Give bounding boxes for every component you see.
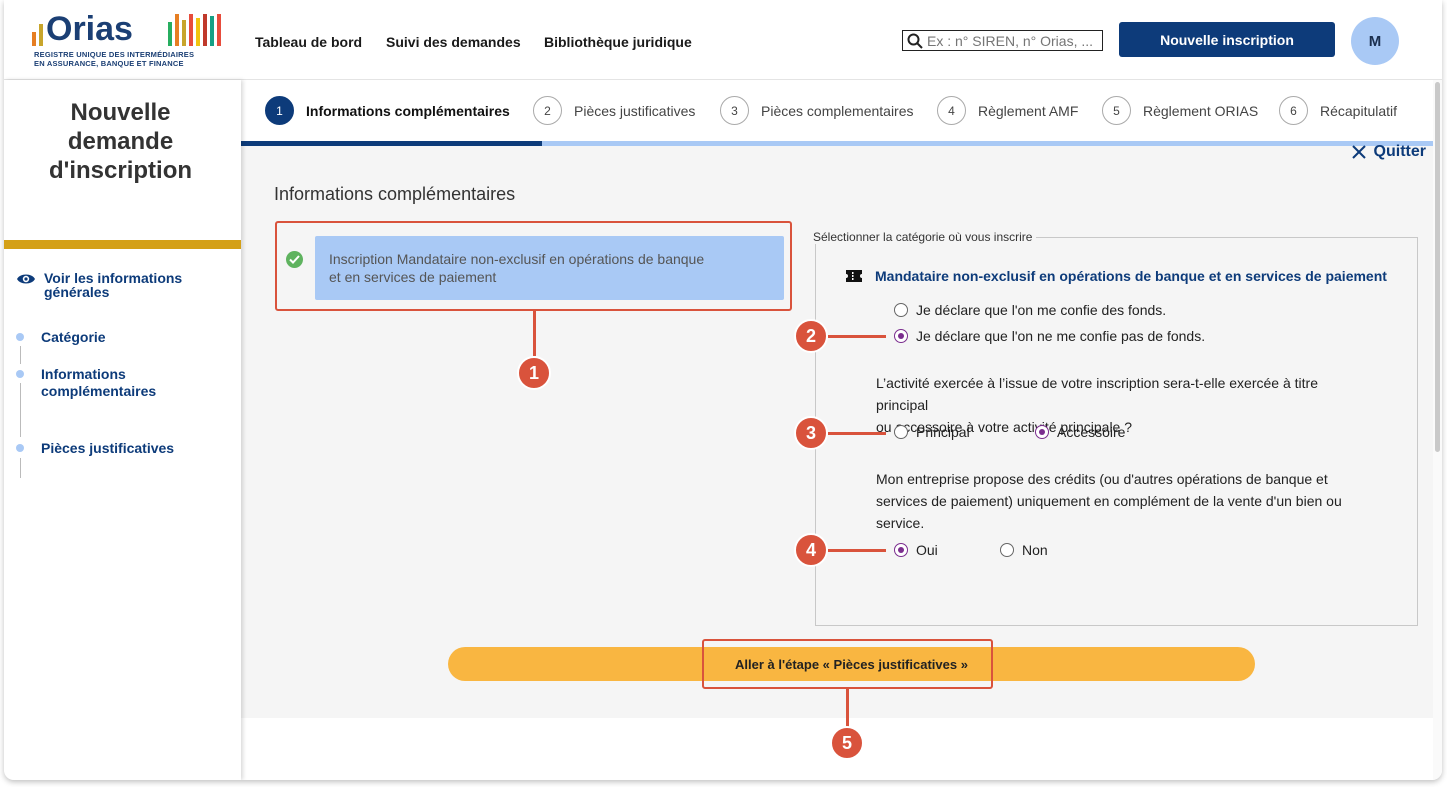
radio-button-selected[interactable] [894, 329, 908, 343]
annotation-line-4 [828, 549, 886, 552]
orias-logo[interactable]: Orias REGISTRE UNIQUE DES INTERMÉDIAIRES… [32, 10, 232, 72]
logo-bars-left [32, 14, 43, 46]
activity-option-accessoire[interactable]: Accessoire [1035, 424, 1125, 440]
radio-button-selected[interactable] [894, 543, 908, 557]
sidebar-step-documents[interactable]: Pièces justificatives [41, 440, 175, 456]
radio-button-selected[interactable] [1035, 425, 1049, 439]
scrollbar[interactable] [1433, 80, 1442, 780]
annotation-line-3 [828, 432, 886, 435]
annotation-marker-4: 4 [794, 533, 828, 567]
activity-option-principal[interactable]: Principal [894, 424, 970, 440]
logo-subtitle: REGISTRE UNIQUE DES INTERMÉDIAIRES EN AS… [34, 50, 195, 68]
sidebar-step-category[interactable]: Catégorie [41, 329, 106, 345]
eye-icon [17, 274, 35, 284]
credit-question: Mon entreprise propose des crédits (ou d… [876, 471, 1342, 531]
annotation-marker-5: 5 [830, 726, 864, 760]
radio-button[interactable] [894, 303, 908, 317]
step-line [20, 383, 21, 437]
scrollbar-thumb[interactable] [1435, 82, 1440, 452]
step-dot [16, 444, 24, 452]
close-icon [1351, 145, 1366, 159]
sidebar-step-additional-info[interactable]: Informations complémentaires [41, 366, 157, 399]
step-dot [16, 333, 24, 341]
check-icon [286, 251, 303, 268]
stepper-progress-bar [241, 141, 1442, 146]
annotation-box-5 [702, 639, 993, 689]
step-line [20, 346, 21, 364]
search-icon [907, 33, 923, 49]
annotation-line-2 [828, 335, 886, 338]
logo-word: Orias [46, 10, 133, 48]
radio-button[interactable] [1000, 543, 1014, 557]
app-window: Orias REGISTRE UNIQUE DES INTERMÉDIAIRES… [4, 0, 1442, 780]
annotation-line-1 [533, 311, 536, 356]
view-general-info-link[interactable]: Voir les informations générales [16, 271, 182, 299]
nav-requests[interactable]: Suivi des demandes [386, 34, 521, 50]
funds-option-1[interactable]: Je déclare que l'on me confie des fonds. [894, 302, 1166, 318]
nav-legal-library[interactable]: Bibliothèque juridique [544, 34, 692, 50]
logo-bars-right [168, 14, 221, 46]
fieldset-legend: Sélectionner la catégorie où vous inscri… [809, 230, 1037, 244]
annotation-marker-3: 3 [794, 416, 828, 450]
top-header: Orias REGISTRE UNIQUE DES INTERMÉDIAIRES… [4, 0, 1442, 80]
sidebar-title: Nouvelle demande d'inscription [48, 99, 193, 184]
search-box[interactable] [902, 30, 1103, 51]
nav-dashboard[interactable]: Tableau de bord [255, 34, 363, 50]
next-step-button[interactable]: Aller à l'étape « Pièces justificatives … [448, 647, 1255, 681]
category-heading: Mandataire non-exclusif en opérations de… [845, 268, 1387, 284]
step-dot [16, 370, 24, 378]
activity-question: L’activité exercée à l’issue de votre in… [876, 375, 1318, 435]
radio-button[interactable] [894, 425, 908, 439]
ticket-icon [846, 270, 862, 282]
annotation-box-1 [275, 221, 792, 311]
user-avatar[interactable]: M [1351, 17, 1399, 65]
sidebar-divider [4, 240, 241, 249]
annotation-marker-1: 1 [517, 356, 551, 390]
sidebar: Nouvelle demande d'inscription Voir les … [4, 80, 241, 780]
annotation-marker-2: 2 [794, 319, 828, 353]
quit-button[interactable]: Quitter [1351, 143, 1426, 161]
step-line [20, 458, 21, 478]
section-title: Informations complémentaires [274, 184, 516, 204]
credit-option-no[interactable]: Non [1000, 542, 1048, 558]
category-card[interactable]: Inscription Mandataire non-exclusif en o… [315, 236, 784, 300]
new-registration-button[interactable]: Nouvelle inscription [1119, 22, 1335, 57]
credit-option-yes[interactable]: Oui [894, 542, 938, 558]
search-input[interactable] [927, 32, 1102, 49]
annotation-line-5 [846, 689, 849, 727]
funds-option-2[interactable]: Je déclare que l'on ne me confie pas de … [894, 328, 1205, 344]
